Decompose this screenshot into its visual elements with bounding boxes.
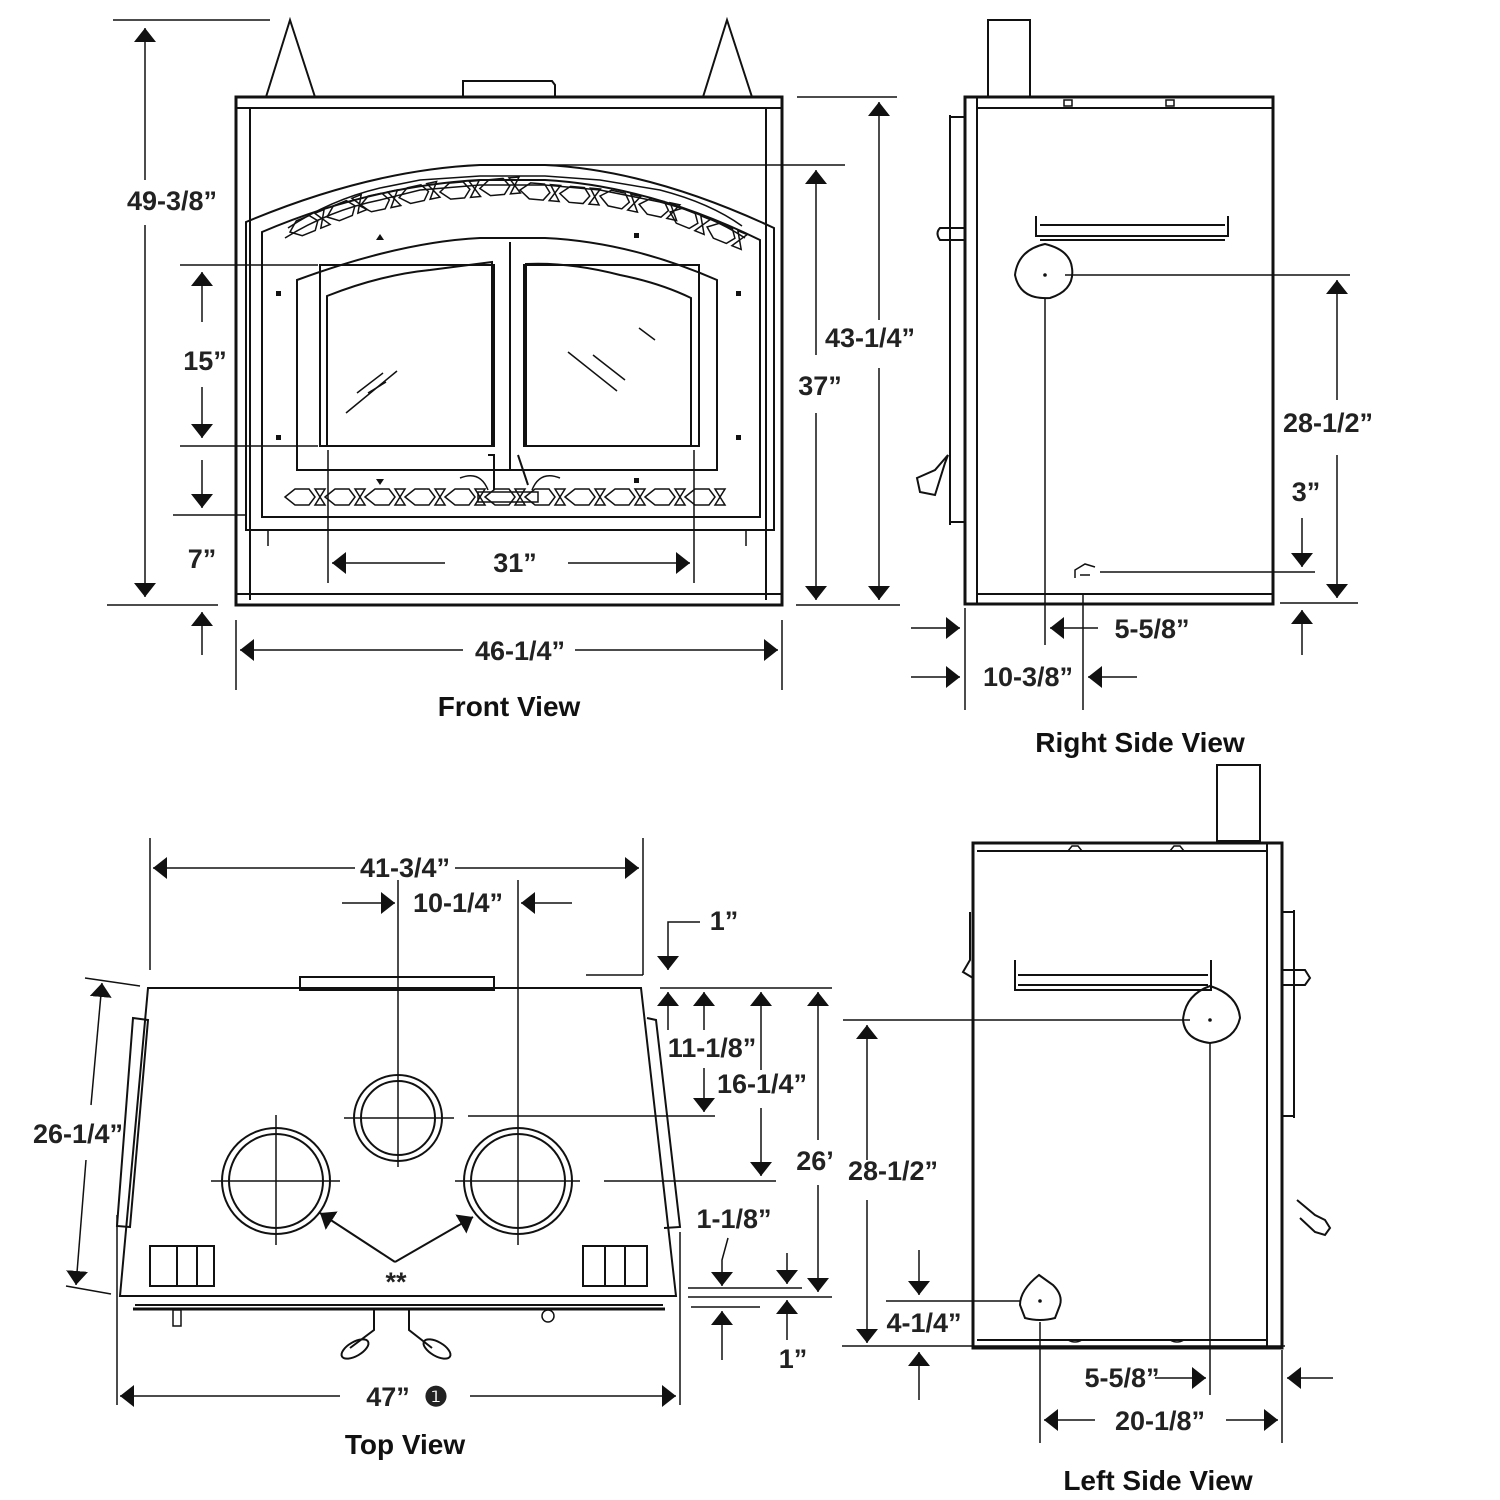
collar-right (455, 880, 580, 1245)
dim-overall-height: 49-3/8” (127, 186, 217, 216)
heat-exchanger-bar (1035, 216, 1229, 241)
left-side-body (971, 841, 1284, 1350)
handle-left-top (340, 1338, 370, 1360)
dim-left-lower-knockout-height: 4-1/4” (886, 1308, 961, 1338)
asterisk-note: ** (385, 1267, 407, 1297)
right-side-view-label: Right Side View (1035, 727, 1245, 758)
handle-right-top (422, 1338, 452, 1360)
top-body (118, 987, 678, 1297)
dim-left-knockout-height: 28-1/2” (848, 1156, 938, 1186)
dim-height-to-flange: 43-1/4” (825, 323, 915, 353)
outlet-symbol (1074, 563, 1096, 578)
surround-outer (234, 95, 784, 607)
dim-top-offset: 1” (710, 906, 739, 936)
dim-overall-width: 46-1/4” (475, 636, 565, 666)
top-view-label: Top View (345, 1429, 466, 1460)
collar-left (211, 1115, 340, 1245)
front-view-label: Front View (438, 691, 581, 722)
knockout-upper-left (1181, 984, 1242, 1045)
top-bracket-right (702, 16, 753, 98)
hinge-left-side (1282, 969, 1312, 986)
dim-rear-width: 41-3/4” (360, 853, 450, 883)
glass-left (326, 260, 493, 447)
vent-left (149, 1245, 215, 1287)
right-side-view: 28-1/2” 3” 5-5/8” 10-3/8” Right Side Vie… (911, 19, 1373, 758)
dim-height-to-arch: 37” (798, 371, 842, 401)
dim-depth-side-collars: 16-1/4” (717, 1069, 807, 1099)
door-left (319, 264, 495, 447)
dim-front-offset: 1-1/8” (696, 1204, 771, 1234)
knockout-lower-left (1018, 1273, 1062, 1321)
dim-glass-width: 31” (493, 548, 537, 578)
dim-left-lower-from-back: 20-1/8” (1115, 1406, 1205, 1436)
dim-bottom-offset: 1” (779, 1344, 808, 1374)
door-handle-right (517, 454, 529, 486)
vent-right (582, 1245, 648, 1287)
heat-exchanger-bar-left (1014, 960, 1212, 991)
glass-right (525, 262, 692, 447)
flue-collar (462, 80, 556, 97)
dim-right-knockout-from-back: 5-5/8” (1114, 614, 1189, 644)
knockout-upper (1013, 242, 1074, 300)
footnote-marker: ❶ (424, 1382, 448, 1412)
dim-side-depth: 26-1/4” (33, 1119, 123, 1149)
dim-right-lower-offset: 3” (1292, 477, 1321, 507)
dim-opening-height: 15” (183, 346, 227, 376)
collar-center (344, 880, 454, 1167)
door-handle-left (488, 454, 495, 490)
flue-collar-left-side (1216, 764, 1261, 842)
door-frame (296, 237, 718, 471)
side-body (963, 95, 1275, 606)
flue-collar-side (987, 19, 1031, 98)
left-side-view-label: Left Side View (1063, 1465, 1253, 1496)
dim-right-knockout-height: 28-1/2” (1283, 408, 1373, 438)
door-right (523, 264, 700, 447)
door-handle-left-side (1296, 1199, 1332, 1237)
door-handle-side (915, 454, 949, 497)
hinge-knob (936, 227, 966, 241)
top-view: ** 41-3/4” 10-1/4” 1” 11-1/8” 16-1/4” (33, 838, 834, 1460)
top-lattice-ornament (284, 175, 748, 251)
dim-right-lower-from-back: 10-3/8” (983, 662, 1073, 692)
dim-base-height: 7” (188, 544, 217, 574)
dim-left-knockout-from-back: 5-5/8” (1084, 1363, 1159, 1393)
left-side-view: 28-1/2” 4-1/4” 5-5/8” 20-1/8” Left Side … (842, 764, 1333, 1496)
top-bracket-left (265, 16, 316, 98)
dim-front-width: 47” (366, 1382, 410, 1412)
top-flue-plate (299, 976, 495, 991)
dim-depth-center-collar: 11-1/8” (668, 1033, 757, 1063)
dim-overall-depth: 26’ (796, 1146, 834, 1176)
dim-collar-spacing: 10-1/4” (413, 888, 503, 918)
front-view: 49-3/8” 15” 7” 31” 46-1/4” Front View 43… (107, 16, 915, 722)
